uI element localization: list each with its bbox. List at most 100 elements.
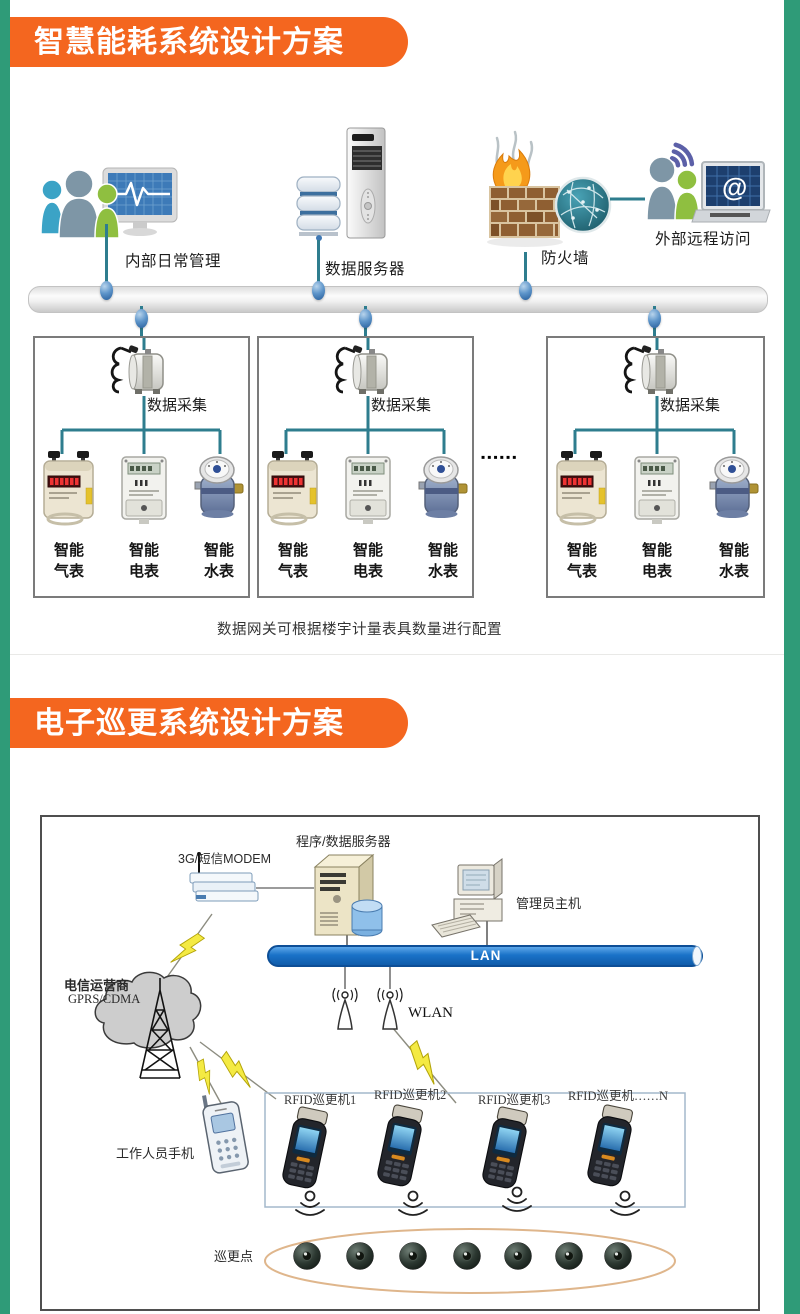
lattice-tower-icon — [139, 978, 181, 1079]
rfid-handheld-icon — [375, 1103, 426, 1189]
rfid-unit-label: RFID巡更机3 — [478, 1093, 551, 1107]
meter-label-line1: 智能 — [718, 542, 749, 559]
rfid-units-frame — [264, 1092, 686, 1208]
collector-group-box-3: 数据采集 — [546, 336, 765, 598]
wlan-label: WLAN — [408, 1005, 453, 1021]
laptop-icon: @ — [691, 161, 771, 223]
collector-group-box-1: 数据采集 — [33, 336, 250, 598]
meter-label: 智能 气表 — [269, 540, 317, 582]
collector-label: 数据采集 — [660, 397, 721, 414]
firewall-label: 防火墙 — [541, 250, 590, 267]
water-meter-icon — [194, 456, 244, 518]
patrol-diagram-frame — [40, 815, 760, 1311]
wlan-antenna-icon — [332, 987, 358, 1030]
ellipsis-dots: ▪▪▪▪▪▪ — [481, 450, 519, 464]
energy-title: 智慧能耗系统设计方案 — [34, 26, 344, 59]
meter-label-line1: 智能 — [566, 542, 597, 559]
bus-connector — [135, 309, 148, 328]
modem-icon — [189, 852, 259, 902]
firewall-drop-line — [524, 252, 527, 288]
patrol-title: 电子巡更系统设计方案 — [34, 707, 344, 740]
right-green-border — [784, 0, 800, 1314]
patrol-title-banner: 电子巡更系统设计方案 — [10, 698, 408, 748]
rfid-handheld-icon — [280, 1105, 331, 1191]
patrol-point-label: 巡更点 — [214, 1249, 254, 1264]
water-meter-icon — [418, 456, 468, 518]
wifi-icon — [669, 142, 695, 168]
patrol-points-ellipse — [264, 1228, 676, 1294]
signal-emitter-icon — [398, 1190, 428, 1216]
meter-label-line1: 智能 — [53, 542, 84, 559]
meter-label: 智能 气表 — [45, 540, 93, 582]
bus-connector — [359, 309, 372, 328]
network-bus — [28, 286, 768, 313]
meter-label-line1: 智能 — [641, 542, 672, 559]
data-server-icon — [296, 127, 386, 241]
meter-label: 智能 水表 — [195, 540, 243, 582]
bus-connector — [312, 281, 325, 300]
lan-bus — [267, 945, 703, 967]
app-server-icon — [313, 853, 383, 937]
meter-label-line2: 水表 — [427, 563, 458, 580]
lan-label: LAN — [470, 948, 502, 963]
meter-label: 智能 电表 — [633, 540, 681, 582]
telecom-label-line1: 电信运营商 — [64, 978, 130, 993]
meter-label-line2: 电表 — [352, 563, 383, 580]
bus-connector — [648, 309, 661, 328]
meter-label: 智能 气表 — [558, 540, 606, 582]
meter-label: 智能 电表 — [344, 540, 392, 582]
collector-label: 数据采集 — [147, 397, 208, 414]
electric-meter-icon — [345, 456, 391, 524]
wiring — [573, 338, 736, 454]
admin-host-label: 管理员主机 — [516, 896, 582, 911]
lan-wlan-lines — [344, 966, 391, 989]
wiring — [60, 338, 222, 454]
gas-meter-icon — [43, 451, 94, 526]
patrol-diagram — [94, 852, 703, 1294]
rfid-handheld-icon — [480, 1105, 531, 1191]
signal-emitter-icon — [610, 1190, 640, 1216]
electric-meter-icon — [121, 456, 167, 524]
data-collector-icon — [334, 345, 388, 394]
rfid-unit-label: RFID巡更机2 — [374, 1088, 447, 1102]
meter-label-line1: 智能 — [277, 542, 308, 559]
gas-meter-icon — [267, 451, 318, 526]
external-access-label: 外部远程访问 — [655, 231, 752, 248]
telecom-label-line2: GPRS/CDMA — [68, 992, 141, 1006]
data-collector-icon — [110, 345, 164, 394]
wiring — [284, 338, 446, 454]
meter-label-line2: 气表 — [566, 563, 597, 580]
meter-label: 智能 水表 — [419, 540, 467, 582]
meter-label: 智能 水表 — [710, 540, 758, 582]
internal-management-label: 内部日常管理 — [125, 253, 222, 270]
rfid-handheld-icon — [585, 1103, 636, 1189]
app-server-label: 程序/数据服务器 — [296, 834, 391, 849]
data-collector-icon — [623, 345, 677, 394]
external-access-icon: @ — [646, 142, 771, 223]
rfid-unit-label: RFID巡更机1 — [284, 1093, 357, 1107]
meter-label-line1: 智能 — [128, 542, 159, 559]
meter-label-line2: 气表 — [277, 563, 308, 580]
internal-drop-line — [105, 224, 108, 288]
telecom-cloud-icon — [94, 971, 202, 1079]
bus-connector — [519, 281, 532, 300]
meter-label-line2: 水表 — [718, 563, 749, 580]
bus-connector — [100, 281, 113, 300]
collector-label: 数据采集 — [371, 397, 432, 414]
meter-label-line1: 智能 — [427, 542, 458, 559]
admin-computer-icon — [431, 858, 503, 938]
svg-text:@: @ — [722, 172, 747, 202]
meter-label: 智能 电表 — [120, 540, 168, 582]
meter-label-line2: 电表 — [128, 563, 159, 580]
rfid-unit-label: RFID巡更机……N — [568, 1089, 669, 1103]
signal-emitter-icon — [295, 1190, 325, 1216]
firewall-icon — [487, 130, 645, 247]
energy-title-banner: 智慧能耗系统设计方案 — [10, 17, 408, 67]
gas-meter-icon — [556, 451, 607, 526]
section-divider — [10, 654, 784, 655]
water-meter-icon — [709, 456, 759, 518]
left-green-border — [0, 0, 10, 1314]
modem-label: 3G/短信MODEM — [178, 852, 272, 866]
internal-management-icon — [40, 167, 178, 239]
